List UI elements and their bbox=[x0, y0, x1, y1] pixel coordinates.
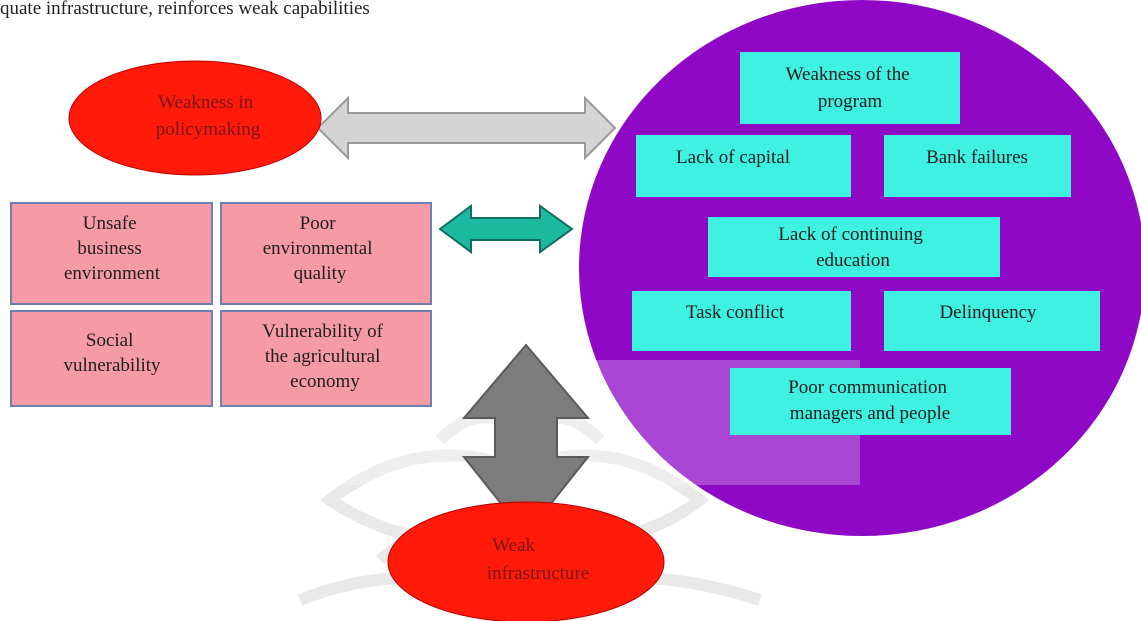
policy-program-arrow bbox=[316, 95, 617, 161]
weak-infrastructure-text: Weak infrastructure bbox=[487, 535, 589, 584]
header-text: quate infrastructure, reinforces weak ca… bbox=[0, 0, 370, 19]
policy-weakness-ellipse bbox=[68, 60, 322, 176]
svg-text:Poor environmental: Poor environmental quality bbox=[263, 213, 378, 284]
svg-text:Lack of capital: Lack of capital bbox=[676, 147, 790, 168]
pink-box-3: Social vulnerability bbox=[10, 310, 213, 407]
program-box-4-line-2: education bbox=[816, 250, 890, 271]
pink-box-3-line-1: Social bbox=[86, 330, 134, 351]
svg-text:Poor communication manag: Poor communication managers and people bbox=[788, 377, 952, 424]
weak-infrastructure-line-1: Weak bbox=[492, 535, 535, 556]
policy-weakness-line-2: policymaking bbox=[156, 119, 261, 140]
policy-weakness-line-1: Weakness in bbox=[158, 92, 254, 113]
program-box-2-line-1: Lack of capital bbox=[676, 147, 790, 168]
svg-text:Weakness of the program: Weakness of the program bbox=[786, 64, 915, 112]
pink-box-1-line-2: business bbox=[77, 238, 141, 259]
pink-box-4-line-3: economy bbox=[290, 371, 360, 392]
svg-text:Lack of continuing educa: Lack of continuing education bbox=[778, 224, 927, 271]
program-box-7-line-1: Poor communication bbox=[788, 377, 947, 398]
boxes-program-arrow bbox=[438, 204, 574, 254]
program-box-1: Weakness of the program bbox=[740, 52, 960, 124]
pink-box-2: Poor environmental quality bbox=[220, 202, 432, 305]
program-box-4-line-1: Lack of continuing bbox=[778, 224, 923, 245]
svg-text:Delinquency: Delinquency bbox=[939, 302, 1037, 323]
pink-box-4-line-2: the agricultural bbox=[265, 346, 381, 367]
program-box-6: Delinquency bbox=[884, 291, 1100, 351]
svg-text:Vulnerability of the agr: Vulnerability of the agricultural econom… bbox=[262, 321, 388, 392]
program-box-3: Bank failures bbox=[884, 135, 1071, 197]
program-box-7-line-2: managers and people bbox=[790, 403, 950, 424]
program-box-2: Lack of capital bbox=[636, 135, 851, 197]
program-box-5: Task conflict bbox=[632, 291, 851, 351]
program-box-1-line-2: program bbox=[818, 91, 883, 112]
pink-box-4-line-1: Vulnerability of bbox=[262, 321, 383, 342]
program-box-4: Lack of continuing education bbox=[708, 217, 1000, 277]
pink-box-2-line-1: Poor bbox=[300, 213, 337, 234]
pink-box-4: Vulnerability of the agricultural econom… bbox=[220, 310, 432, 407]
pink-box-2-line-2: environmental bbox=[263, 238, 373, 259]
weak-infrastructure-ellipse bbox=[387, 501, 665, 621]
policy-weakness-text: Weakness in policymaking bbox=[156, 92, 261, 140]
pink-box-3-line-2: vulnerability bbox=[63, 355, 161, 376]
program-box-5-line-1: Task conflict bbox=[686, 302, 785, 323]
svg-text:Unsafe business en: Unsafe business environment bbox=[64, 213, 161, 284]
program-box-3-line-1: Bank failures bbox=[926, 147, 1028, 168]
pink-box-1-line-3: environment bbox=[64, 263, 161, 284]
svg-text:Social vulnerability: Social vulnerability bbox=[63, 330, 161, 376]
svg-text:Bank failures: Bank failures bbox=[926, 147, 1028, 168]
pink-box-1: Unsafe business environment bbox=[10, 202, 213, 305]
program-box-1-line-1: Weakness of the bbox=[786, 64, 910, 85]
weak-infrastructure-line-2: infrastructure bbox=[487, 563, 589, 584]
program-box-6-line-1: Delinquency bbox=[939, 302, 1037, 323]
svg-text:Task conflict: Task conflict bbox=[686, 302, 785, 323]
pink-box-1-line-1: Unsafe bbox=[83, 213, 137, 234]
pink-box-2-line-3: quality bbox=[294, 263, 347, 284]
program-box-7: Poor communication managers and people bbox=[730, 368, 1011, 435]
